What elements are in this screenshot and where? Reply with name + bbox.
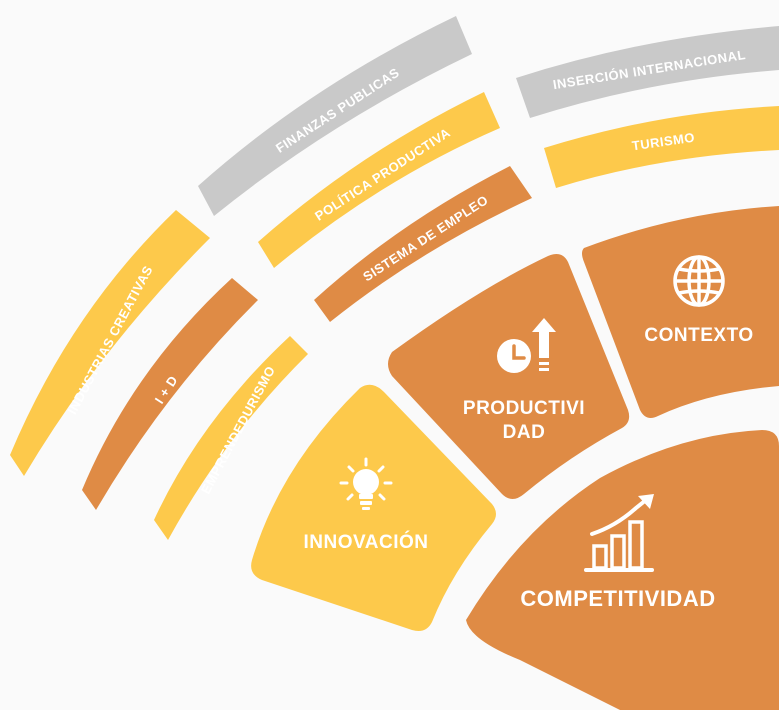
band-emprendedurismo [154, 336, 308, 540]
clock-arrow-up-icon [497, 318, 556, 373]
lightbulb-icon [339, 457, 393, 510]
contexto-block [582, 206, 779, 418]
band-industrias-creativas [10, 210, 210, 476]
band-i-mas-d [82, 278, 258, 510]
productividad-block [388, 254, 630, 499]
label-sistema-empleo: SISTEMA DE EMPLEO [360, 192, 491, 284]
globe-icon [673, 255, 725, 307]
band-finanzas-publicas [198, 16, 472, 216]
innovacion-block [251, 384, 496, 631]
label-innovacion: INNOVACIÓN [304, 531, 429, 553]
band-sistema-empleo [314, 166, 532, 322]
band-politica-productiva [258, 92, 500, 268]
label-competitividad: COMPETITIVIDAD [520, 586, 715, 611]
label-productividad-line2: DAD [503, 422, 546, 443]
band-turismo [544, 106, 779, 188]
band-insercion-internacional [516, 26, 779, 118]
label-productividad-line1: PRODUCTIVI [463, 398, 585, 419]
label-contexto: CONTEXTO [644, 325, 753, 346]
bar-chart-growth-icon [584, 494, 654, 572]
label-finanzas-publicas: FINANZAS PUBLICAS [273, 65, 402, 156]
label-politica-productiva: POLÍTICA PRODUCTIVA [312, 125, 453, 224]
